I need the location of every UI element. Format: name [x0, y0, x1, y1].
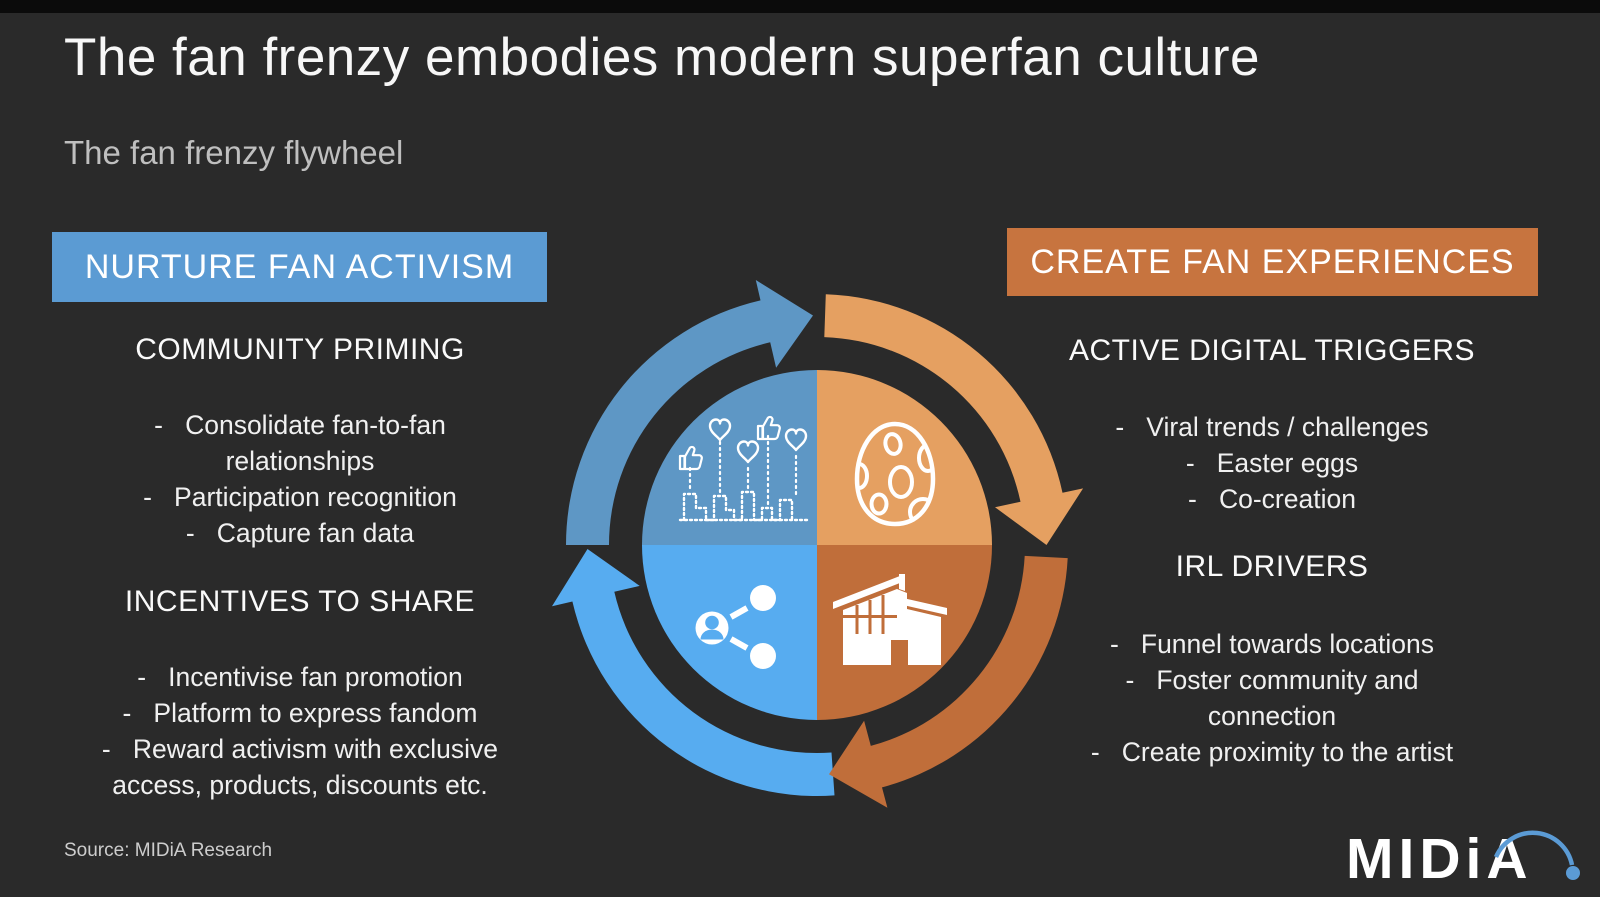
bullet: - Platform to express fandom — [122, 698, 478, 728]
incentives-to-share-bullets: - Incentivise fan promotion - Platform t… — [57, 659, 543, 803]
page-title: The fan frenzy embodies modern superfan … — [64, 28, 1261, 87]
create-fan-experiences-header: CREATE FAN EXPERIENCES — [1007, 228, 1538, 296]
incentives-to-share-heading: INCENTIVES TO SHARE — [124, 585, 476, 618]
flywheel-arrow-top-left — [566, 280, 813, 545]
venue-building-icon — [833, 574, 947, 665]
create-fan-experiences-label: CREATE FAN EXPERIENCES — [1030, 242, 1515, 281]
quadrant-bottom-left — [642, 545, 817, 720]
active-digital-triggers-heading: ACTIVE DIGITAL TRIGGERS — [1068, 334, 1475, 367]
quadrant-top-left — [642, 370, 817, 545]
midia-logo-arc-icon — [1493, 830, 1580, 880]
flywheel-diagram — [552, 280, 1084, 808]
bullet: - Easter eggs — [1185, 448, 1359, 478]
bullet: - Co-creation — [1188, 484, 1356, 514]
top-letterbox-bar — [0, 0, 1600, 13]
nurture-fan-activism-label: NURTURE FAN ACTIVISM — [84, 247, 515, 286]
bullet: - Viral trends / challenges — [1115, 412, 1429, 442]
bullet: - Create proximity to the artist — [1090, 737, 1454, 767]
community-priming-heading: COMMUNITY PRIMING — [135, 333, 465, 366]
bullet: - Incentivise fan promotion — [137, 662, 463, 692]
engagement-chart-icon — [678, 415, 810, 522]
bullet: - Funnel towards locations — [1109, 629, 1435, 659]
flywheel-arrow-bottom-left — [552, 549, 835, 797]
bullet: - Reward activism with exclusive access,… — [101, 734, 499, 800]
share-network-icon — [695, 585, 776, 669]
bullet: - Participation recognition — [143, 482, 457, 512]
irl-drivers-bullets: - Funnel towards locations - Foster comm… — [1026, 626, 1518, 770]
flywheel-arrow-bottom-right — [829, 555, 1068, 808]
bullet: - Foster community and connection — [1125, 665, 1419, 731]
source-note: Source: MIDiA Research — [64, 840, 273, 861]
nurture-fan-activism-header: NURTURE FAN ACTIVISM — [52, 232, 547, 302]
active-digital-triggers-bullets: - Viral trends / challenges - Easter egg… — [1026, 409, 1518, 517]
flywheel-arrow-top-right — [824, 294, 1084, 545]
page-subtitle: The fan frenzy flywheel — [64, 134, 404, 171]
bullet: - Capture fan data — [185, 518, 415, 548]
community-priming-bullets: - Consolidate fan-to-fan relationships -… — [57, 407, 543, 551]
midia-logo: MIDiA — [1346, 827, 1533, 891]
easter-egg-icon — [854, 421, 936, 527]
bullet: - Consolidate fan-to-fan relationships — [154, 410, 446, 476]
irl-drivers-heading: IRL DRIVERS — [1175, 550, 1369, 583]
